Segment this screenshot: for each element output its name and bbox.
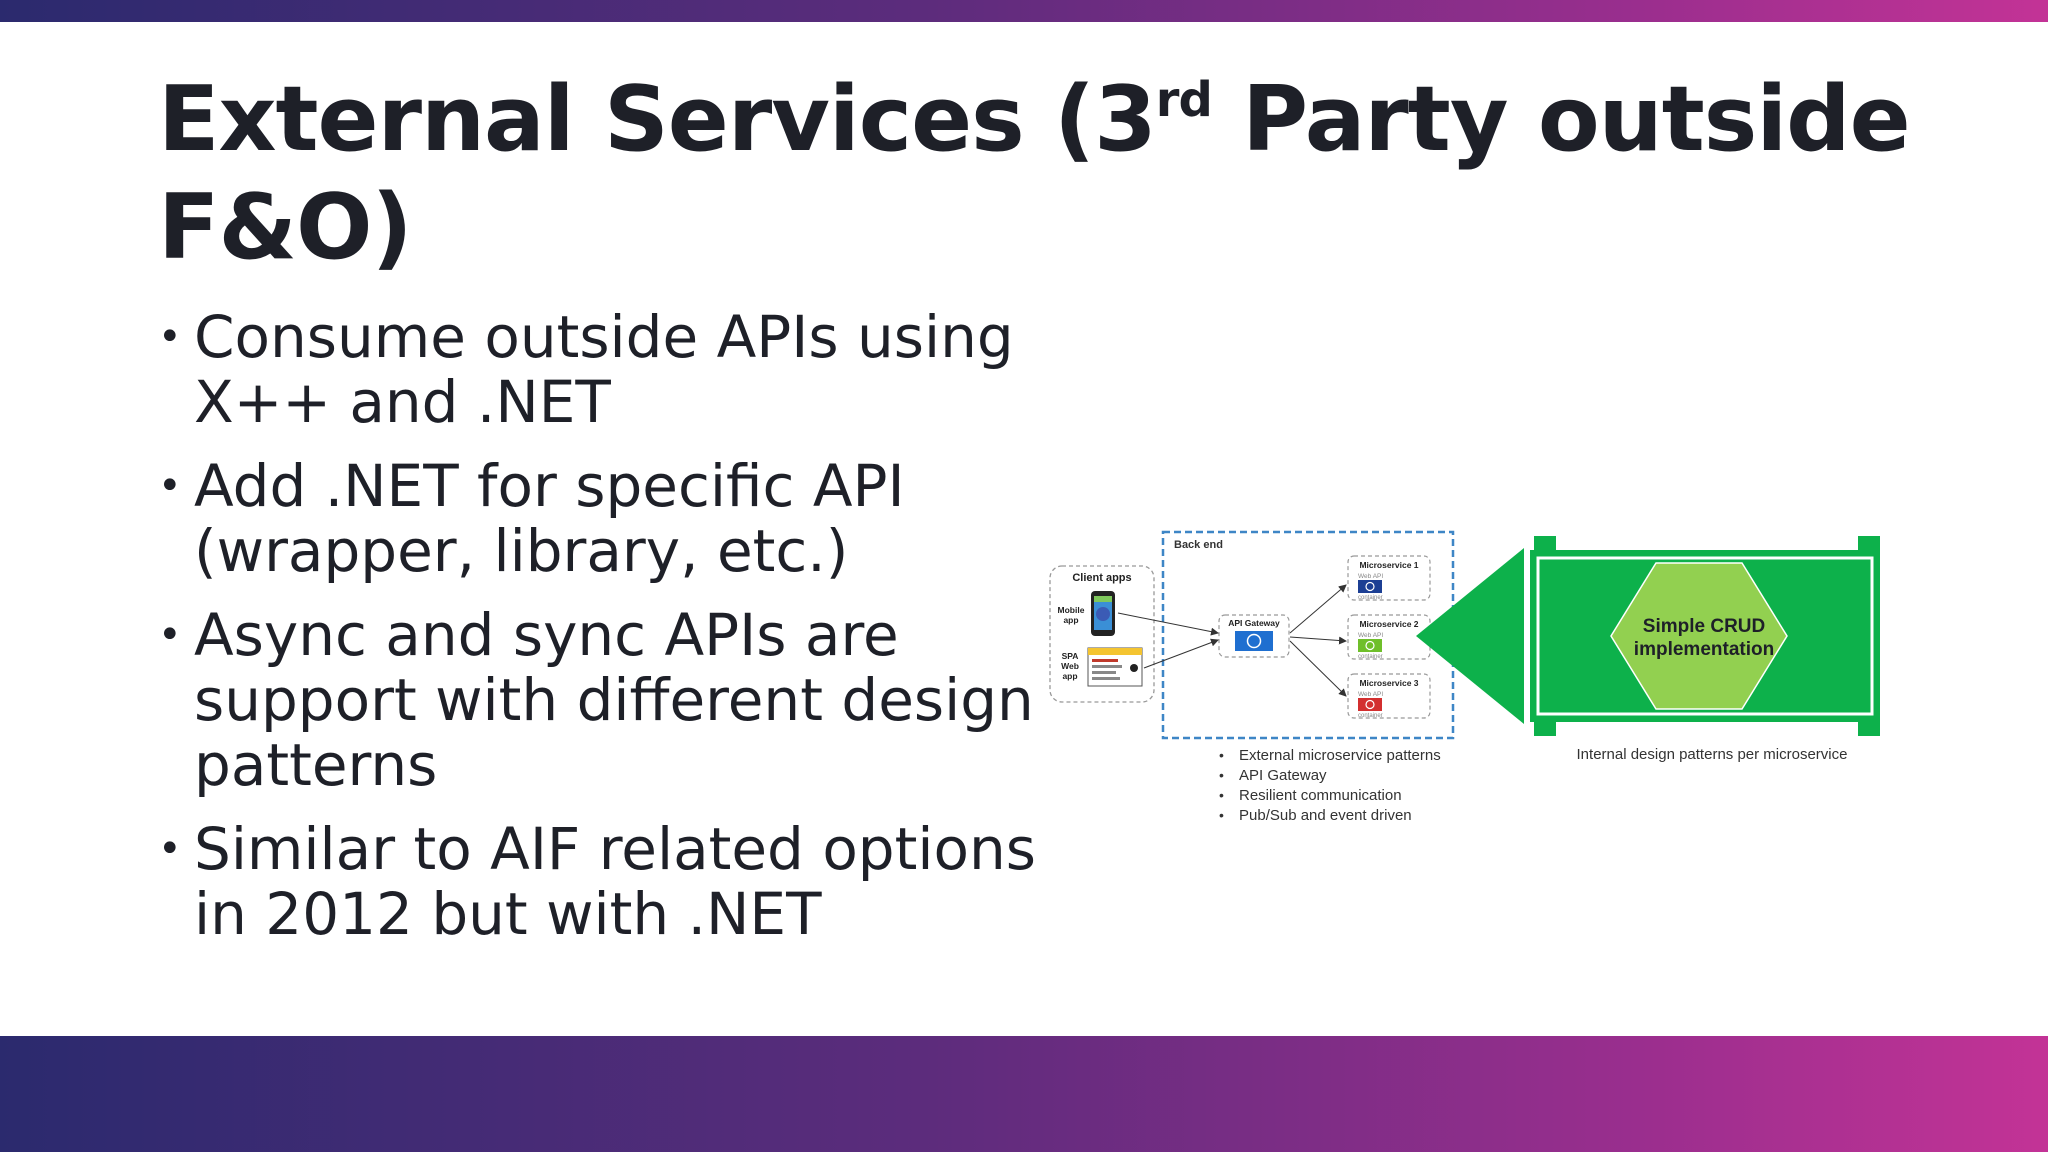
spa-label-2: Web xyxy=(1061,661,1079,671)
microservice-1-sub: Web API xyxy=(1358,573,1383,580)
external-pattern-item: Pub/Sub and event driven xyxy=(1239,807,1412,824)
crud-label-line-1: Simple CRUD xyxy=(1643,616,1765,637)
microservice-3-sub: Web API xyxy=(1358,691,1383,698)
bullet-list: •Consume outside APIs using X++ and .NET… xyxy=(156,305,1036,966)
microservice-2-sub: Web API xyxy=(1358,632,1383,639)
backend-label: Back end xyxy=(1174,539,1223,551)
microservice-3: Microservice 3 Web API container xyxy=(1347,673,1431,719)
bottom-gradient-band xyxy=(0,1036,2048,1152)
microservice-3-icon xyxy=(1358,698,1382,711)
zoom-callout-arrow xyxy=(1416,548,1524,724)
api-gateway-label: API Gateway xyxy=(1228,618,1280,628)
microservice-2-container: container xyxy=(1358,654,1383,660)
microservice-3-name: Microservice 3 xyxy=(1359,678,1418,688)
bullet-item: •Consume outside APIs using X++ and .NET xyxy=(158,303,1014,436)
external-pattern-item: API Gateway xyxy=(1239,767,1327,784)
bullet-item: •Similar to AIF related options in 2012 … xyxy=(158,815,1036,948)
slide-title: External Services (3rd Party outside F&O… xyxy=(158,67,1911,280)
microservice-2-icon xyxy=(1358,639,1382,652)
bullet-item: •Async and sync APIs are support with di… xyxy=(158,601,1034,799)
microservice-3-container: container xyxy=(1358,713,1383,719)
mobile-app-label-1: Mobile xyxy=(1058,605,1085,615)
architecture-diagram: Back end Client apps Mobile app SPA Web … xyxy=(1042,528,1894,840)
internal-design-caption: Internal design patterns per microservic… xyxy=(1577,746,1848,763)
svg-text:•: • xyxy=(1219,807,1224,823)
microservice-2-name: Microservice 2 xyxy=(1359,619,1418,629)
crud-label-line-2: implementation xyxy=(1634,639,1774,660)
bullet-item: •Add .NET for specific API (wrapper, lib… xyxy=(158,452,905,585)
top-gradient-band xyxy=(0,0,2048,22)
external-pattern-item: Resilient communication xyxy=(1239,787,1402,804)
title-superscript: rd xyxy=(1155,72,1213,128)
mobile-app-label-2: app xyxy=(1063,615,1078,625)
external-pattern-item: External microservice patterns xyxy=(1239,747,1441,764)
microservice-2: Microservice 2 Web API container xyxy=(1347,614,1431,660)
client-apps-label: Client apps xyxy=(1072,572,1131,584)
svg-text:•: • xyxy=(1219,767,1224,783)
crud-hexagon xyxy=(1610,562,1788,710)
microservice-1: Microservice 1 Web API container xyxy=(1347,555,1431,601)
backend-frame xyxy=(1161,530,1455,740)
api-gateway-icon xyxy=(1235,631,1273,651)
microservice-1-icon xyxy=(1358,580,1382,593)
spa-label-3: app xyxy=(1062,671,1077,681)
external-patterns-list: • External microservice patterns • API G… xyxy=(1219,747,1441,824)
svg-text:•: • xyxy=(1219,747,1224,763)
microservice-1-container: container xyxy=(1358,595,1383,601)
microservice-1-name: Microservice 1 xyxy=(1359,560,1418,570)
svg-text:•: • xyxy=(1219,787,1224,803)
spa-label-1: SPA xyxy=(1062,651,1079,661)
